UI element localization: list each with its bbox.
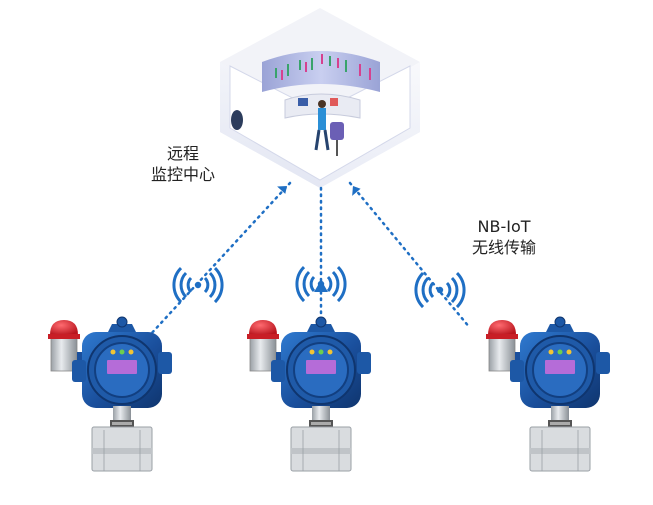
monitoring-center-label-line2: 监控中心 (150, 165, 215, 184)
wireless-links (148, 181, 472, 337)
gas-detector-middle (246, 316, 372, 472)
gas-detector-left (47, 316, 173, 472)
wifi-icon (414, 271, 466, 309)
link-arrows (277, 186, 361, 292)
monitoring-center-illustration (220, 8, 420, 188)
monitoring-center-label: 远程 监控中心 (128, 143, 238, 185)
transmission-label-line1: NB-IoT (477, 217, 531, 236)
transmission-label: NB-IoT 无线传输 (444, 216, 564, 258)
transmission-label-line2: 无线传输 (471, 238, 536, 257)
wifi-icon (172, 266, 224, 304)
gas-detector-right (485, 316, 611, 472)
monitoring-center-label-line1: 远程 (166, 144, 199, 163)
